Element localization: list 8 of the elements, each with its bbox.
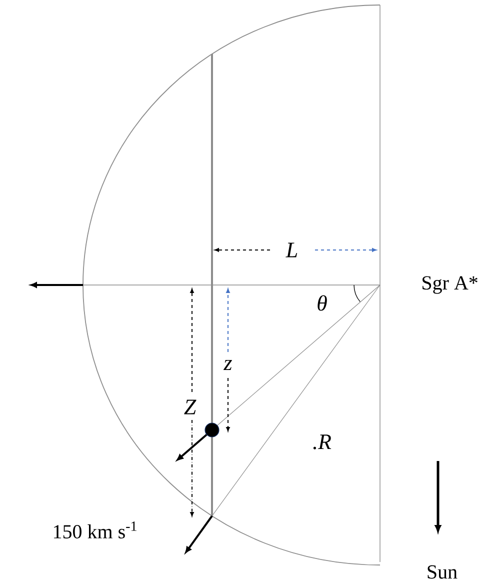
- velocity-label: 150 km s$^{-1}$: [54, 522, 136, 538]
- radius-label: .R: [313, 434, 332, 450]
- point-label: Sgr A*: [422, 276, 478, 294]
- angle-label: θ: [318, 295, 327, 311]
- direction-label: Sun: [428, 565, 458, 579]
- height-label: Z: [184, 400, 196, 414]
- length-label: L: [286, 242, 298, 258]
- height-label: z: [223, 360, 232, 370]
